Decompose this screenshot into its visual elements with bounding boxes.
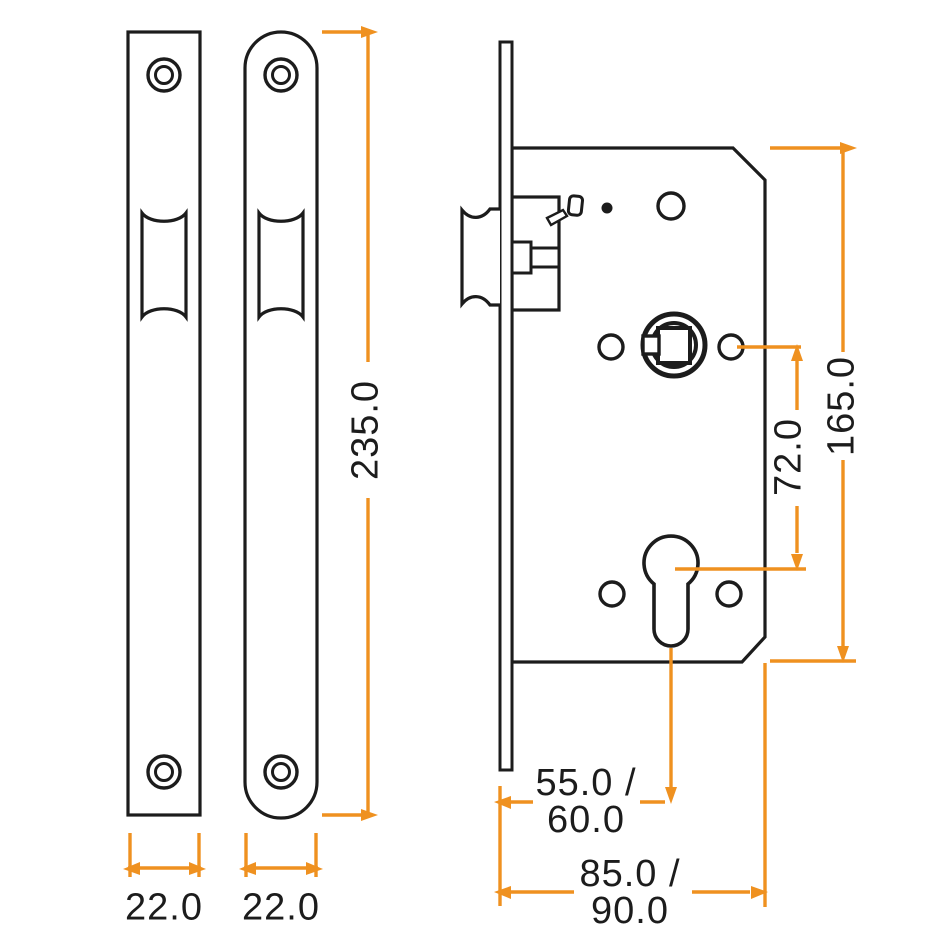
screw-hole-icon: [263, 754, 299, 790]
square-faceplate-outline: [126, 30, 202, 817]
dim-label-centres: 72.0: [767, 418, 810, 496]
dim-label-case-height: 165.0: [820, 355, 863, 457]
pivot-dot: [601, 202, 613, 214]
backset-value-2: 60.0: [547, 799, 625, 841]
fixing-hole-icon: [715, 580, 743, 608]
fixing-hole-icon: [656, 191, 686, 221]
internal-lever-tick: [545, 208, 569, 227]
screw-hole-icon: [263, 57, 299, 93]
screw-hole-icon: [271, 65, 291, 85]
dim-plate2-width: [239, 833, 323, 877]
internal-capsule-detail: [566, 194, 585, 217]
euro-cylinder-cutout: [642, 534, 700, 648]
screw-hole-icon: [146, 57, 182, 93]
spindle-square-hole: [656, 326, 692, 365]
radius-faceplate-outline: [243, 30, 319, 820]
dim-backset: [494, 648, 677, 906]
radius-faceplate-drawing: [243, 30, 319, 820]
square-faceplate-drawing: [126, 30, 202, 817]
fixing-hole-icon: [598, 580, 626, 608]
latch-cutout: [257, 208, 305, 322]
case-depth-value-1: 85.0 /: [579, 853, 681, 895]
lock-case-drawing: [460, 40, 767, 772]
forend-strip: [498, 40, 514, 772]
dim-plate1-width: [123, 833, 206, 877]
dim-label-plate2-width: 22.0: [242, 886, 320, 929]
case-depth-value-2: 90.0: [591, 890, 669, 932]
dim-label-plate1-width: 22.0: [125, 886, 203, 929]
dim-plate-height: [322, 26, 378, 821]
dim-label-plate-height: 235.0: [344, 379, 387, 481]
dim-case-depth: [494, 663, 768, 907]
screw-hole-icon: [154, 762, 174, 782]
latchbolt-head: [460, 205, 500, 309]
latch-plunger-bar: [529, 246, 561, 269]
dim-label-case-depth: 85.0 /90.0: [579, 853, 681, 932]
dim-label-backset: 55.0 /60.0: [535, 762, 637, 841]
screw-hole-icon: [271, 762, 291, 782]
backset-value-1: 55.0 /: [535, 762, 637, 804]
latch-cutout: [140, 208, 188, 322]
dimension-lines: [123, 26, 857, 907]
dim-case-height: [770, 142, 857, 663]
fixing-hole-icon: [597, 333, 625, 361]
latch-plunger-square: [510, 240, 533, 275]
screw-hole-icon: [146, 754, 182, 790]
screw-hole-icon: [154, 65, 174, 85]
dim-centres: [675, 344, 806, 571]
spindle-tab: [641, 334, 661, 356]
